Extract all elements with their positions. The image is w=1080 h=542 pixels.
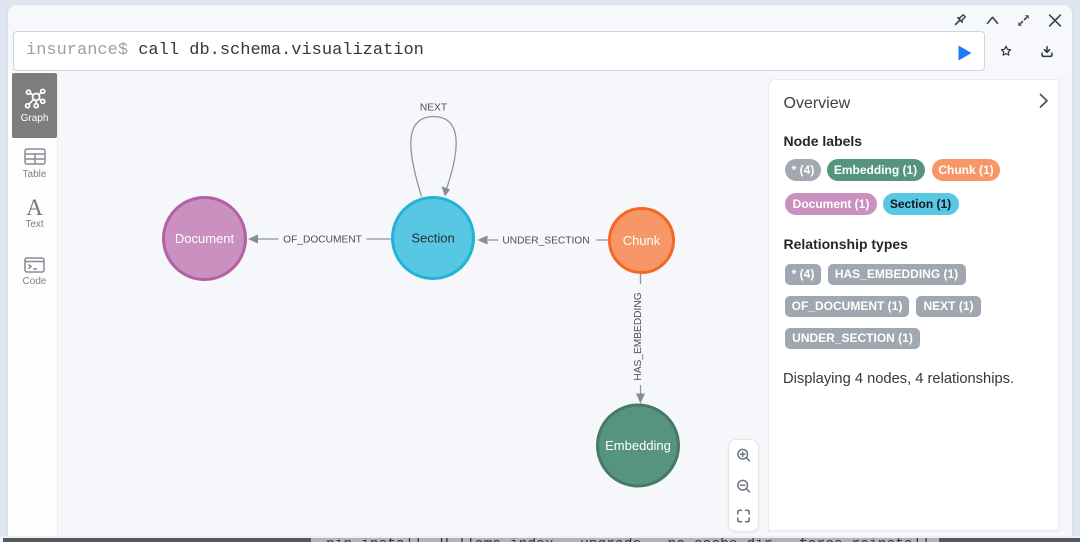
svg-text:NEXT: NEXT: [420, 103, 447, 114]
svg-text:UNDER_SECTION: UNDER_SECTION: [502, 236, 589, 247]
svg-text:Embedding: Embedding: [605, 438, 671, 453]
svg-text:HAS_EMBEDDING: HAS_EMBEDDING: [633, 292, 644, 380]
svg-text:Section: Section: [411, 231, 454, 246]
svg-text:Chunk: Chunk: [623, 233, 661, 248]
svg-text:OF_DOCUMENT: OF_DOCUMENT: [283, 235, 362, 246]
svg-text:Document: Document: [175, 231, 235, 246]
